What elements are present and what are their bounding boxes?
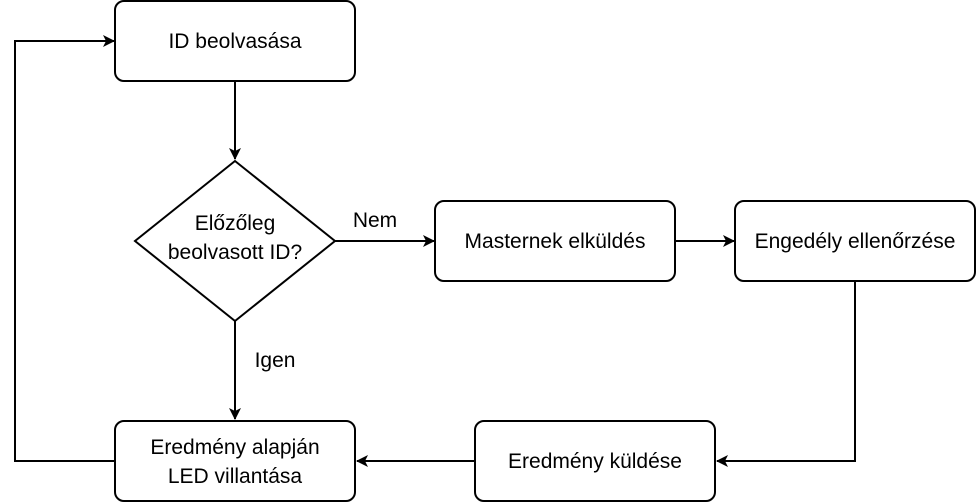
process-box — [474, 420, 716, 502]
node-read-id: ID beolvasása — [114, 0, 356, 82]
node-read-id-label: ID beolvasása — [168, 30, 301, 53]
node-decision-label-line2: beolvasott ID? — [168, 241, 302, 264]
process-box — [114, 0, 356, 82]
node-led-flash: Eredmény alapján LED villantása — [114, 420, 356, 502]
edges — [14, 35, 856, 467]
process-box — [434, 200, 676, 282]
process-box — [734, 200, 976, 282]
node-send-result: Eredmény küldése — [474, 420, 716, 502]
node-decision: Előzőleg beolvasott ID? — [133, 159, 337, 323]
node-led-flash-label-line2: LED villantása — [168, 465, 303, 488]
node-send-master: Masternek elküldés — [434, 200, 676, 282]
edge-label-yes: Igen — [255, 349, 296, 372]
node-decision-label-line1: Előzőleg — [195, 212, 276, 235]
process-box — [114, 420, 356, 502]
node-check-permission: Engedély ellenőrzése — [734, 200, 976, 282]
decision-diamond — [133, 159, 337, 323]
node-check-permission-label: Engedély ellenőrzése — [755, 230, 956, 253]
edge-led-to-read — [14, 35, 115, 462]
node-send-master-label: Masternek elküldés — [465, 230, 646, 253]
edge-label-no: Nem — [353, 209, 397, 232]
node-send-result-label: Eredmény küldése — [508, 450, 682, 473]
edge-permission-to-result — [716, 281, 856, 467]
node-led-flash-label-line1: Eredmény alapján — [150, 436, 319, 459]
